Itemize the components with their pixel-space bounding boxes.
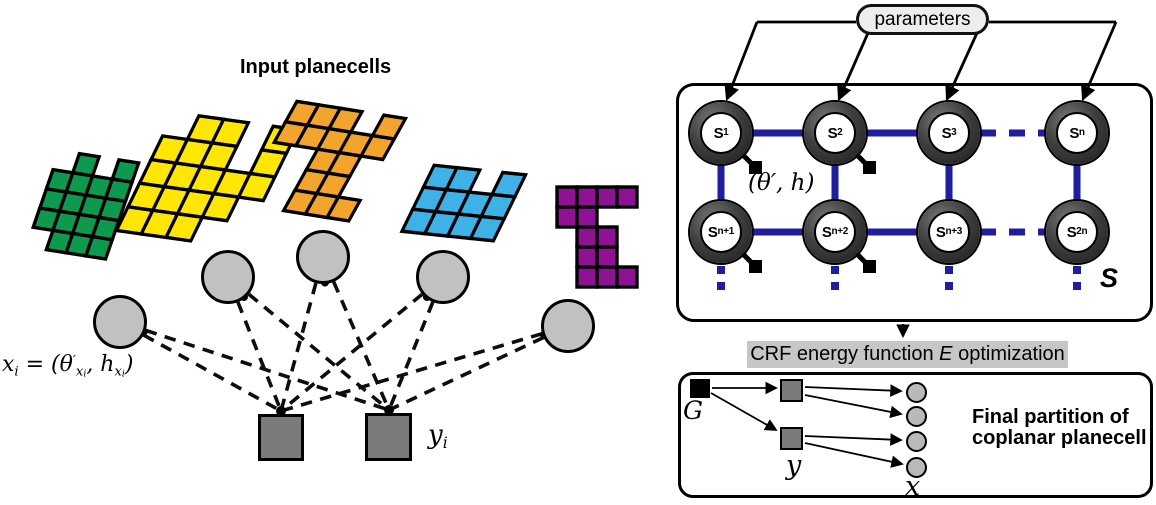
- label-node-square-right: [365, 413, 412, 461]
- x-node-circle-1: [906, 382, 927, 403]
- dashed-connection-line: [145, 328, 390, 412]
- label-node-square-left: [258, 414, 304, 461]
- x-node-circle-4: [906, 457, 927, 478]
- planecell-cell: [555, 205, 579, 229]
- dashed-connection-line: [279, 282, 318, 412]
- planecell-cell: [575, 245, 599, 269]
- y-node-square-bottom: [780, 427, 803, 450]
- caption-line-1: Final partition of: [972, 406, 1129, 428]
- yellow-planecell: [111, 108, 304, 252]
- dashed-connection-line: [332, 281, 391, 411]
- dashed-connection-line: [279, 292, 424, 413]
- planecell-cell: [199, 191, 242, 223]
- s-set-label: S: [1100, 263, 1119, 293]
- input-node-circle-2: [201, 250, 255, 304]
- planecell-cell: [555, 185, 579, 209]
- parameters-pill: parameters: [856, 4, 989, 35]
- purple-planecell: [553, 183, 641, 291]
- input-node-circle-4: [416, 250, 470, 304]
- caption-line-2: coplanar planecell: [972, 427, 1147, 449]
- planecell-cell: [236, 171, 278, 203]
- planecell-cell: [595, 185, 619, 209]
- planecell-cell: [575, 225, 599, 249]
- input-planecells-title: Input planecells: [240, 56, 392, 78]
- planecell-cell: [615, 185, 639, 209]
- crf-text-post: optimization: [952, 343, 1065, 365]
- parameters-label: parameters: [874, 8, 971, 30]
- y-i-label: yi: [428, 420, 448, 453]
- input-node-circle-1: [93, 295, 147, 349]
- planecell-cell: [575, 205, 599, 229]
- planecell-cell: [595, 225, 619, 249]
- x-equation-label: xi = (θ′xi, hxi): [2, 352, 134, 380]
- planecell-cell: [468, 214, 507, 243]
- crf-text-e: E: [939, 343, 953, 365]
- planecell-cell: [358, 133, 397, 162]
- input-node-circle-5: [541, 299, 595, 353]
- orange-planecell: [234, 97, 411, 225]
- planecell-cell: [489, 170, 529, 199]
- x-node-circle-2: [906, 406, 927, 427]
- green-planecell: [21, 146, 144, 263]
- dashed-connection-line: [387, 301, 435, 411]
- planecell-cell: [575, 265, 599, 289]
- planecell-cell: [595, 245, 619, 269]
- crf-text-pre: CRF energy function: [750, 343, 940, 365]
- planecell-cell: [595, 265, 619, 289]
- x-node-circle-3: [906, 431, 927, 452]
- planecell-cell: [163, 211, 205, 243]
- y-label: y: [786, 450, 802, 481]
- planecell-cell: [83, 234, 115, 261]
- planecell-cell: [324, 195, 363, 223]
- g-label: G: [683, 396, 703, 425]
- final-partition-caption: Final partition of coplanar planecell: [972, 407, 1156, 449]
- blue-planecell: [396, 161, 531, 245]
- g-node-square: [690, 379, 710, 398]
- s-lattice-box: [676, 83, 1153, 322]
- dashed-connection-line: [280, 331, 543, 413]
- input-node-circle-3: [296, 230, 350, 284]
- dashed-connection-line: [247, 292, 391, 412]
- theta-h-label: (θ′, h): [748, 170, 815, 196]
- dashed-connection-line: [388, 335, 545, 412]
- crf-energy-caption: CRF energy function E optimization: [747, 341, 1068, 368]
- dashed-connection-line: [236, 301, 283, 412]
- y-node-square-top: [780, 379, 803, 402]
- final-partition-box: [678, 372, 1153, 498]
- planecell-cell: [575, 185, 599, 209]
- dashed-connection-line: [142, 333, 282, 413]
- planecell-cell: [615, 265, 639, 289]
- x-label: x: [905, 471, 921, 502]
